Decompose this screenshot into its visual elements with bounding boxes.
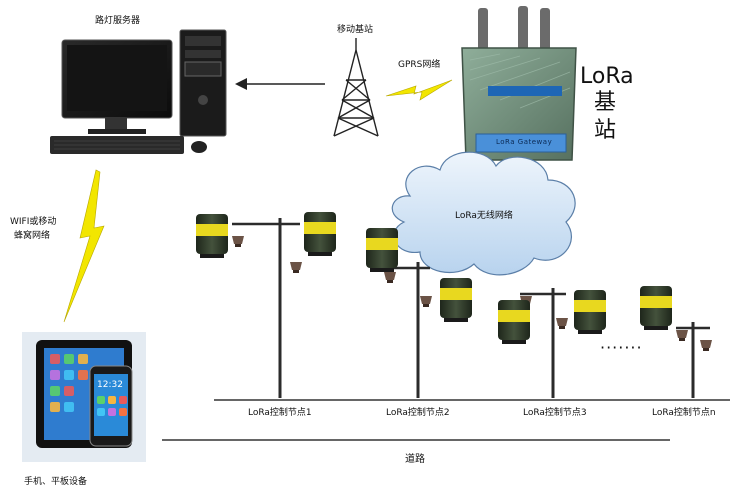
lora-wireless-cloud: [391, 151, 576, 276]
ellipsis: ·······: [600, 338, 643, 357]
gateway-title-line1: LoRa: [580, 64, 634, 89]
node-label-1: LoRa控制节点1: [248, 408, 312, 418]
mobile-link-label-line2: 蜂窝网络: [14, 231, 51, 241]
mobile-lightning-icon: [63, 169, 105, 323]
devices-label: 手机、平板设备: [24, 477, 88, 487]
cloud-label: LoRa无线网络: [455, 211, 513, 221]
tower-label: 移动基站: [337, 25, 374, 35]
server-computer-icon: [50, 29, 227, 154]
tablet-phone-devices: [22, 332, 146, 462]
gateway-title-line3: 站: [594, 118, 617, 143]
street-lamp-icon: [420, 296, 432, 304]
gprs-lightning-icon: [385, 79, 453, 101]
node-label-n: LoRa控制节点n: [652, 408, 716, 418]
node-label-3: LoRa控制节点3: [523, 408, 587, 418]
street-light-poles: [196, 212, 712, 398]
lora-gateway-device: [461, 6, 577, 161]
gprs-label: GPRS网络: [398, 60, 441, 70]
street-lamp-icon: [676, 330, 688, 338]
street-lamp-icon: [384, 272, 396, 280]
node-label-2: LoRa控制节点2: [386, 408, 450, 418]
road-label: 道路: [405, 454, 425, 465]
cell-tower-icon: [333, 38, 379, 137]
server-label: 路灯服务器: [95, 16, 141, 26]
street-lamp-icon: [290, 262, 302, 270]
gateway-title-line2: 基: [594, 90, 617, 115]
mobile-link-label-line1: WIFI或移动: [10, 217, 57, 227]
phone-clock: 12:32: [97, 380, 123, 390]
street-lamp-icon: [556, 318, 568, 326]
street-lamp-icon: [700, 340, 712, 348]
gateway-plate-text: LoRa Gateway: [496, 138, 553, 146]
street-lamp-icon: [232, 236, 244, 244]
